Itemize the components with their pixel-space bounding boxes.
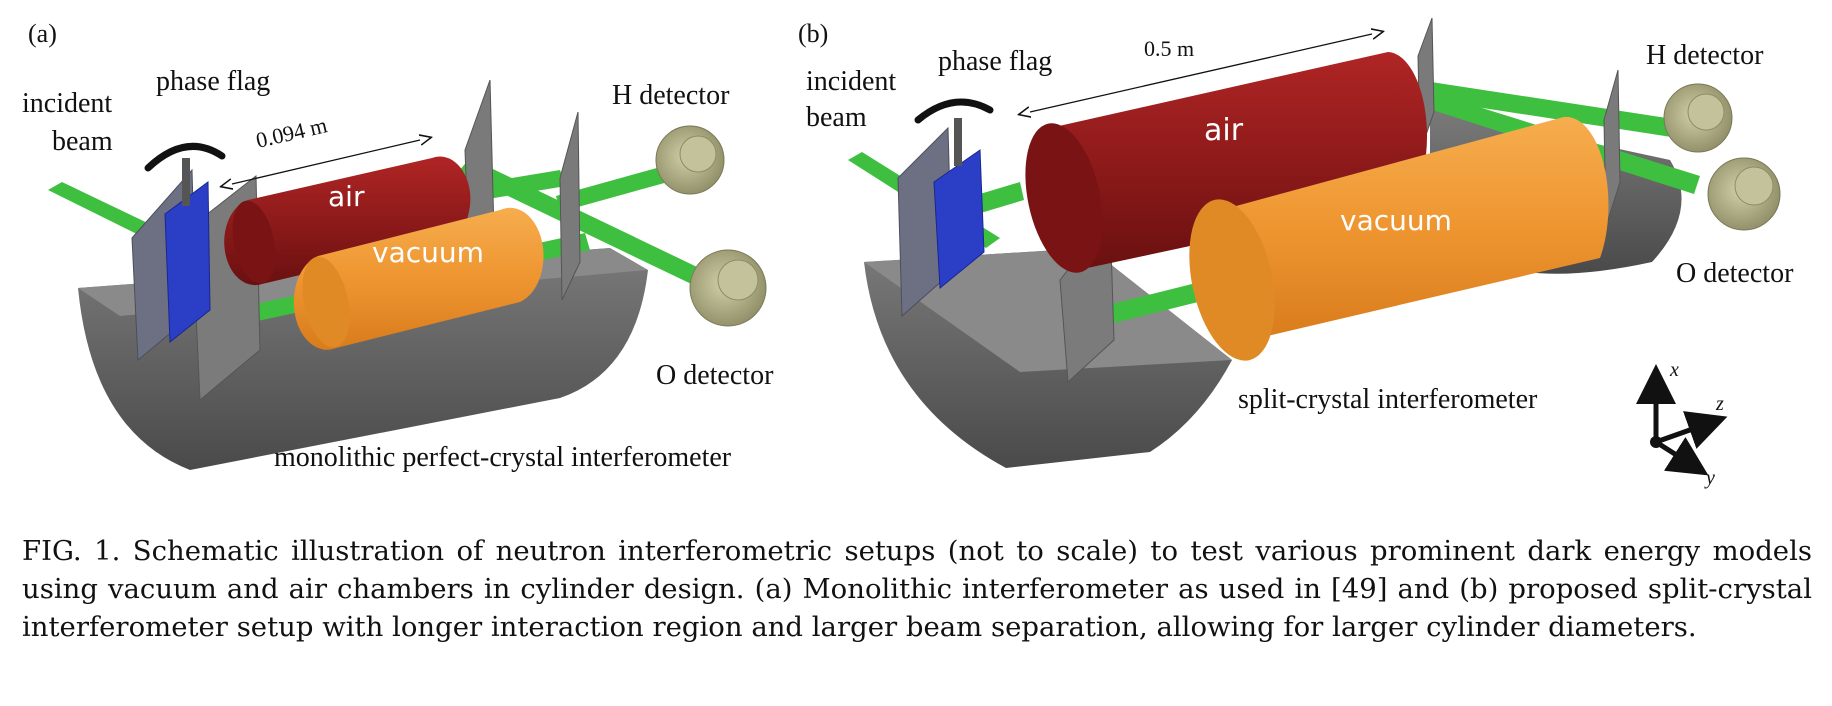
incident-beam-label-line1-a: incident (22, 88, 112, 119)
o-detector-b (1707, 157, 1781, 231)
panel-title-a: monolithic perfect-crystal interferomete… (274, 442, 732, 473)
axis-label-y: y (1704, 467, 1715, 489)
o-detector-label-a: O detector (656, 360, 774, 391)
figure-illustration: (a) incident beam phase flag 0.094 m H d… (22, 17, 1794, 489)
coordinate-axes-icon (1636, 364, 1728, 476)
h-detector-label-b: H detector (1646, 40, 1764, 71)
phase-flag-a (164, 181, 211, 344)
air-label-a: air (328, 180, 365, 213)
vacuum-cylinder-b (1209, 116, 1609, 340)
length-arrow-a (232, 140, 420, 184)
o-detector-a (689, 249, 767, 327)
panel-b: (b) incident beam phase flag 0.5 m H det… (798, 17, 1794, 489)
incident-beam-label-line2-a: beam (52, 126, 113, 157)
length-label-b: 0.5 m (1144, 36, 1194, 61)
panel-title-b: split-crystal interferometer (1238, 384, 1538, 415)
panel-tag-a: (a) (28, 19, 57, 48)
phase-flag-label-b: phase flag (938, 46, 1052, 77)
length-label-a: 0.094 m (254, 112, 330, 153)
axis-label-x: x (1669, 359, 1679, 381)
panel-a: (a) incident beam phase flag 0.094 m H d… (22, 19, 774, 473)
vacuum-label-b: vacuum (1340, 204, 1452, 237)
incident-beam-label-line1-b: incident (806, 66, 896, 97)
axis-label-z: z (1715, 393, 1724, 415)
rotation-arrow-icon-b (914, 98, 994, 124)
panel-tag-b: (b) (798, 19, 828, 48)
o-detector-label-b: O detector (1676, 258, 1794, 289)
incident-beam-label-line2-b: beam (806, 102, 867, 133)
phase-flag-label-a: phase flag (156, 66, 270, 97)
phase-flag-b (933, 149, 985, 290)
h-detector-a (655, 125, 725, 195)
vacuum-cylinder-a (293, 207, 544, 350)
figure-caption: FIG. 1. Schematic illustration of neutro… (22, 535, 1812, 643)
vacuum-label-a: vacuum (372, 236, 484, 269)
h-detector-b (1663, 83, 1733, 153)
h-detector-label-a: H detector (612, 80, 730, 111)
length-arrow-b (1030, 34, 1372, 112)
air-label-b: air (1204, 113, 1244, 148)
rotation-arrow-icon (144, 142, 226, 172)
